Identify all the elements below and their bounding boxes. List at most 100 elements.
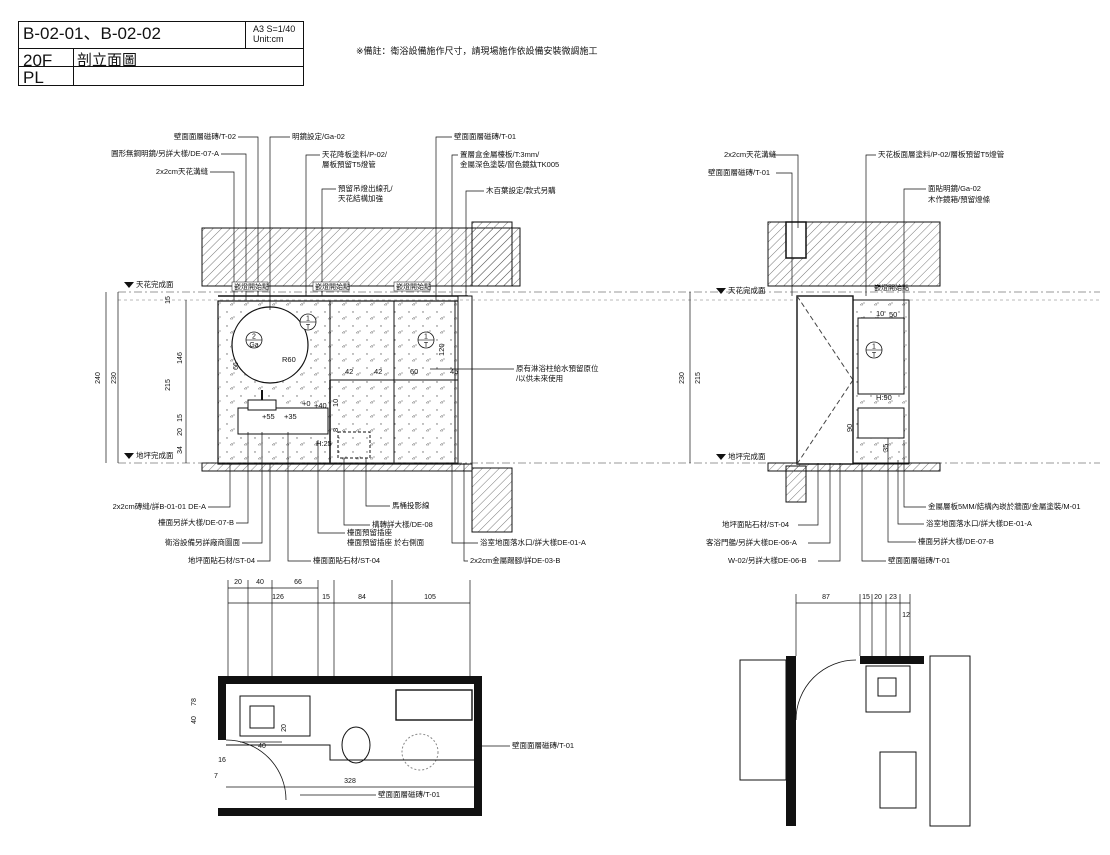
left-top-callout: 2x2cm天花溝縫 — [156, 166, 209, 176]
general-note: ※備註：衛浴設備施作尺寸，請現場施作依設備安裝微調施工 — [356, 46, 598, 56]
left-bottom-dim: 126 — [272, 594, 284, 601]
door-swing-2 — [796, 379, 854, 465]
left-bottom-callout-leader — [463, 463, 468, 562]
right-plan-adjacent — [929, 655, 971, 827]
left-top-callout: 天花結構加強 — [338, 193, 383, 203]
right-plan-wall-1 — [786, 656, 796, 826]
left-bottom-callout: 構轉詳大樣/DE-08 — [372, 519, 433, 529]
tile-tag-num: 1 — [306, 316, 310, 323]
left-top-callout-leader — [465, 190, 484, 296]
right-plan-top-wall — [860, 656, 924, 664]
tile-tag-code: T — [872, 352, 877, 359]
left-plan-top-wall — [218, 676, 482, 684]
left-bottom-callout: 2x2cm金屬踢腳/詳DE-03-B — [470, 555, 560, 565]
paper-scale: A3 S=1/40 — [253, 25, 296, 34]
left-top-callout: 圓形無鋼明鏡/另詳大樣/DE-07-A — [111, 148, 219, 158]
right-top-callout: 2x2cm天花溝縫 — [724, 149, 777, 159]
right-plan — [739, 655, 971, 827]
left-top-callout-leader — [321, 188, 336, 296]
left-bottom-callout: 檯面預留插座 — [347, 527, 392, 537]
right-top-callout: 木作鏡箱/預留燈條 — [928, 194, 991, 204]
left-elevation — [201, 221, 521, 533]
right-bottom-dim: 15 — [862, 594, 870, 601]
left-vertical-dim: 66 — [233, 362, 240, 370]
left-top-callout: 預留吊燈出線孔/ — [338, 183, 393, 193]
tile-tag-code: T — [306, 324, 311, 331]
right-plan-counter-2 — [879, 751, 917, 809]
left-plan-basin — [249, 705, 275, 729]
left-top-callout: 壁面面層磁磚/T-02 — [174, 131, 236, 141]
left-top-callout: 層板預留T5燈管 — [322, 159, 376, 169]
plan-dim: 20 — [281, 724, 288, 732]
right-bottom-callout: 浴室地面落水口/詳大樣DE-01-A — [926, 518, 1032, 528]
zone-box — [231, 281, 269, 292]
plan-dim: 40 — [258, 743, 266, 750]
left-bottom-callout-leader — [257, 463, 271, 562]
plan-dim: 78 — [191, 698, 198, 706]
right-top-callout: 面貼明鏡/Ga-02 — [928, 183, 981, 193]
zone-box — [312, 281, 350, 292]
right-plan-door-arc — [795, 659, 857, 721]
right-bottom-callout-leader — [887, 438, 916, 543]
right-vertical-dim: 230 — [679, 372, 686, 384]
left-vertical-dim: 215 — [165, 379, 172, 391]
left-inner-dim: +0 — [302, 399, 311, 408]
left-inner-dim: +35 — [284, 412, 297, 421]
left-bottom-callout-leader — [317, 440, 345, 534]
right-plan-left-room — [739, 659, 787, 781]
inline-note: /以供未來使用 — [516, 373, 563, 383]
right-bottom-callout: W-02/另詳大樣DE-06-B — [728, 555, 807, 565]
zone-box — [393, 281, 431, 292]
plan-dim: 328 — [344, 778, 356, 785]
title-block: B-02-01、B-02-02 A3 S=1/40 Unit:cm 20F 剖立… — [18, 21, 304, 87]
left-top-callout: 天花降板塗料/P-02/ — [322, 149, 388, 159]
left-bottom-dim: 84 — [358, 594, 366, 601]
right-bottom-callout-leader — [818, 463, 841, 562]
level-marker — [124, 282, 134, 288]
floor-label: 20F — [23, 51, 53, 70]
left-inner-dim: 45 — [450, 367, 458, 376]
left-bottom-dim: 105 — [424, 594, 436, 601]
left-plan-partition — [226, 744, 474, 761]
plan-dim: 40 — [191, 716, 198, 724]
right-door-opening — [796, 295, 854, 465]
left-inner-dim: H:25 — [316, 439, 332, 448]
left-ceiling-slab — [201, 227, 521, 287]
zone-label: 嵌燈開始點 — [396, 282, 431, 291]
zone-label: 嵌燈開始點 — [315, 282, 350, 291]
plan-dim: 16 — [218, 757, 226, 764]
left-top-callout: 金屬深色塗裝/窗色鏡鈦TK005 — [460, 159, 559, 169]
left-top-callout-leader — [238, 136, 259, 296]
left-bottom-dim: 15 — [322, 594, 330, 601]
left-top-callout-leader — [210, 171, 235, 300]
right-elevation — [767, 221, 941, 503]
left-column-upper — [471, 221, 513, 287]
left-vertical-dim: 20 — [177, 428, 184, 436]
tile-tag-num: 1 — [424, 334, 428, 341]
tile-tag-num: 1 — [872, 344, 876, 351]
right-bottom-callout-leader — [861, 463, 886, 562]
left-top-callout-leader — [305, 154, 320, 296]
left-plan-toilet — [341, 726, 371, 764]
left-inner-dim: 60 — [410, 367, 418, 376]
left-bottom-dim: 20 — [234, 579, 242, 586]
plan-callout: 壁面面層磁磚/T-01 — [378, 789, 440, 799]
drawing-name: 剖立面圖 — [77, 52, 138, 69]
left-vertical-dim: 15 — [177, 414, 184, 422]
level-label: 天花完成面 — [136, 279, 174, 289]
right-bottom-callout-leader — [897, 460, 924, 525]
right-vertical-dim: 215 — [695, 372, 702, 384]
right-bottom-callout: 檯面另詳大樣/DE-07-B — [918, 536, 994, 546]
left-top-callout-leader — [221, 153, 247, 300]
right-ceiling-column — [785, 221, 807, 259]
left-vertical-dim: 34 — [177, 446, 184, 454]
left-vertical-dim: 146 — [177, 352, 184, 364]
left-plan-bottom-wall — [218, 808, 482, 816]
left-top-callout: 壁面面層磁磚/T-01 — [454, 131, 516, 141]
sheet-code: B-02-01、B-02-02 — [23, 24, 161, 43]
level-label: 天花完成面 — [728, 285, 766, 295]
right-bottom-callout: 壁面面層磁磚/T-01 — [888, 555, 950, 565]
left-bottom-callout: 衛浴設備另詳廠商圖面 — [165, 537, 240, 547]
right-top-callout: 壁面面層磁磚/T-01 — [708, 167, 770, 177]
